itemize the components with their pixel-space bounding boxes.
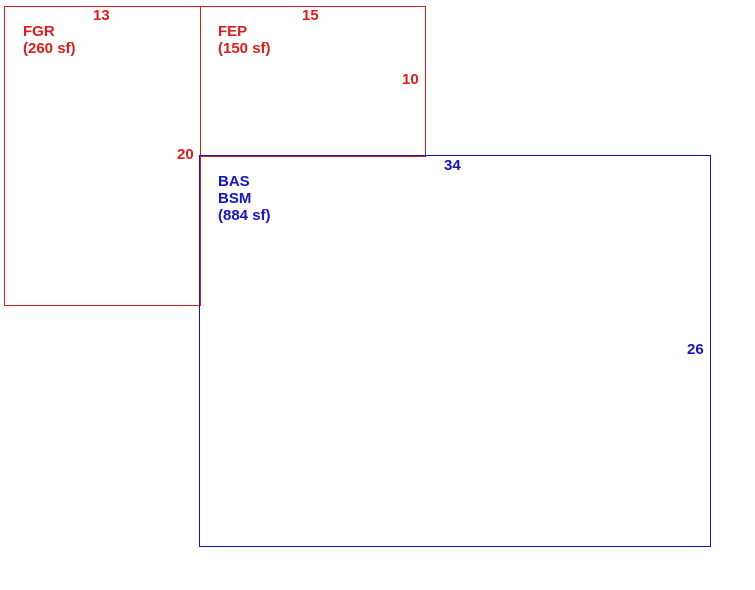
- bas-side-dimension: 26: [687, 341, 704, 358]
- fep-area-label: (150 sf): [218, 40, 271, 57]
- fep-side-dimension: 10: [402, 71, 419, 88]
- room-fep: [199, 6, 426, 157]
- bsm-code-label: BSM: [218, 190, 252, 207]
- fgr-side-dimension: 20: [177, 146, 194, 163]
- room-bas: [199, 155, 711, 547]
- bas-top-dimension: 34: [444, 157, 461, 174]
- fgr-top-dimension: 13: [93, 7, 110, 24]
- fep-top-dimension: 15: [302, 7, 319, 24]
- fgr-code-label: FGR: [23, 23, 55, 40]
- bas-area-label: (884 sf): [218, 207, 271, 224]
- fep-code-label: FEP: [218, 23, 248, 40]
- bas-code-label: BAS: [218, 173, 250, 190]
- fgr-area-label: (260 sf): [23, 40, 76, 57]
